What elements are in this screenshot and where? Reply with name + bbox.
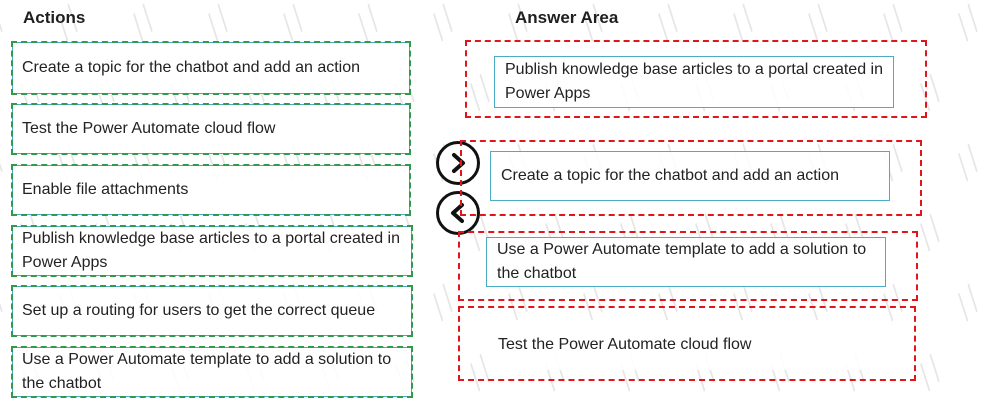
- action-item-label: Create a topic for the chatbot and add a…: [22, 59, 361, 76]
- answer-slot[interactable]: [465, 40, 927, 118]
- answer-slot[interactable]: [458, 231, 918, 301]
- watermark-glyph: ╱╱: [949, 4, 982, 41]
- watermark-glyph: ╱╱: [424, 4, 462, 41]
- watermark-glyph: ╱╱: [649, 4, 687, 41]
- actions-heading: Actions: [23, 8, 86, 27]
- answer-area-heading: Answer Area: [515, 8, 619, 27]
- answer-item-label: Use a Power Automate template to add a s…: [497, 241, 867, 282]
- answer-item-label: Test the Power Automate cloud flow: [498, 336, 752, 353]
- answer-slot[interactable]: [458, 306, 916, 381]
- answer-item-label: Create a topic for the chatbot and add a…: [501, 167, 840, 184]
- watermark-glyph: ╱╱: [799, 4, 837, 41]
- watermark-glyph: ╱╱: [0, 284, 12, 321]
- chevron-right-icon: [452, 153, 465, 173]
- answer-item[interactable]: Test the Power Automate cloud flow: [488, 320, 888, 370]
- answer-item[interactable]: Publish knowledge base articles to a por…: [494, 56, 894, 108]
- watermark-glyph: ╱╱: [949, 144, 982, 181]
- watermark-glyph: ╱╱: [199, 4, 237, 41]
- action-item-label: Use a Power Automate template to add a s…: [22, 351, 392, 392]
- watermark-glyph: ╱╱: [274, 4, 312, 41]
- watermark-glyph: ╱╱: [724, 4, 762, 41]
- action-item-label: Test the Power Automate cloud flow: [22, 120, 276, 137]
- action-item-label: Set up a routing for users to get the co…: [22, 302, 376, 319]
- watermark-glyph: ╱╱: [0, 4, 12, 41]
- answer-item[interactable]: Create a topic for the chatbot and add a…: [490, 151, 890, 201]
- action-item[interactable]: Enable file attachments: [11, 164, 411, 216]
- action-item[interactable]: Publish knowledge base articles to a por…: [11, 225, 413, 277]
- action-item-label: Publish knowledge base articles to a por…: [22, 230, 400, 271]
- action-item[interactable]: Create a topic for the chatbot and add a…: [11, 41, 411, 95]
- move-right-button[interactable]: [436, 141, 480, 185]
- action-item[interactable]: Set up a routing for users to get the co…: [11, 285, 413, 337]
- action-item[interactable]: Use a Power Automate template to add a s…: [11, 346, 413, 398]
- answer-slot[interactable]: [460, 140, 922, 216]
- watermark-glyph: ╱╱: [874, 4, 912, 41]
- watermark-glyph: ╱╱: [349, 4, 387, 41]
- answer-item[interactable]: Use a Power Automate template to add a s…: [486, 237, 886, 287]
- watermark-glyph: ╱╱: [424, 284, 462, 321]
- chevron-left-icon: [451, 203, 464, 223]
- action-item-label: Enable file attachments: [22, 181, 189, 198]
- answer-item-label: Publish knowledge base articles to a por…: [505, 61, 883, 102]
- watermark-glyph: ╱╱: [124, 4, 162, 41]
- watermark-glyph: ╱╱: [911, 354, 949, 391]
- watermark-glyph: ╱╱: [0, 144, 12, 181]
- action-item[interactable]: Test the Power Automate cloud flow: [11, 103, 411, 155]
- watermark-glyph: ╱╱: [949, 284, 982, 321]
